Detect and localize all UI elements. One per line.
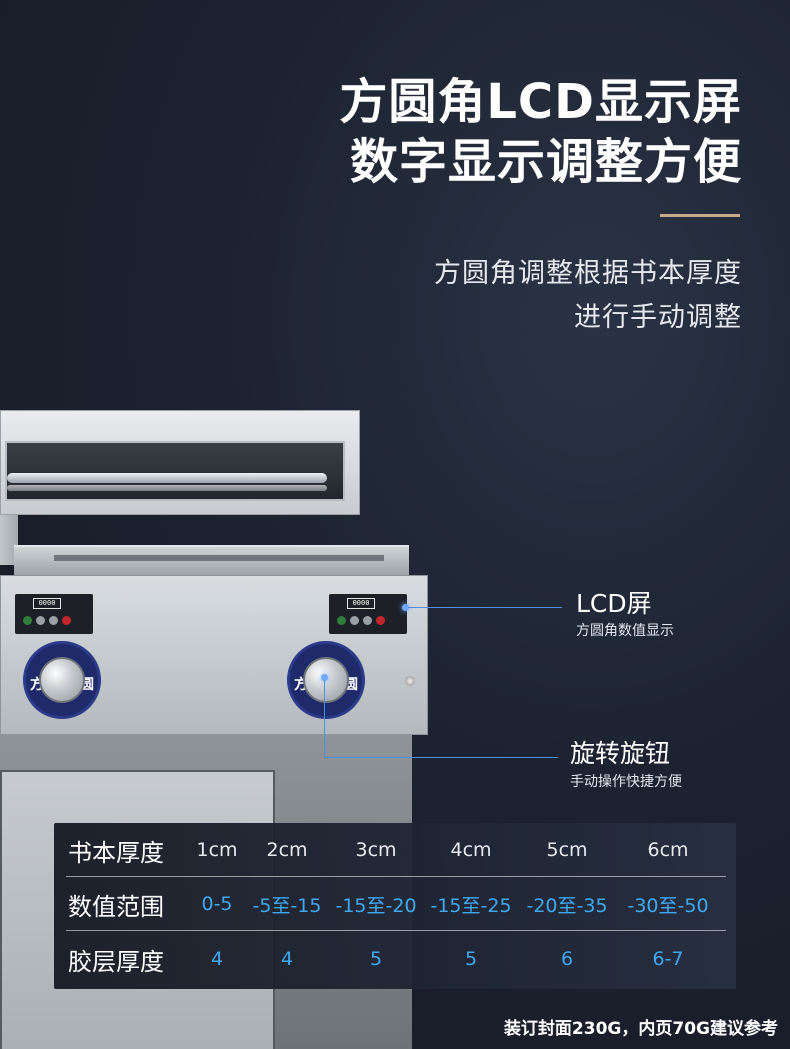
- lcd-readout: 0000: [347, 598, 375, 609]
- table-row: 书本厚度 1cm 2cm 3cm 4cm 5cm 6cm: [54, 823, 736, 877]
- table-cell: 4: [280, 948, 294, 970]
- lcd-display-right: 0000: [329, 594, 407, 634]
- headline-line-1: 方圆角LCD显示屏: [339, 74, 742, 130]
- table-cell: 6: [560, 948, 574, 970]
- machine-rod: [7, 485, 327, 491]
- footnote: 装订封面230G，内页70G建议参考: [503, 1019, 778, 1039]
- set-button[interactable]: [23, 616, 32, 625]
- callout-lcd-subtitle: 方圆角数值显示: [576, 623, 674, 639]
- rotary-knob-left[interactable]: 方 圆: [23, 641, 101, 719]
- row-label: 胶层厚度: [68, 947, 164, 976]
- table-cell: -15至-20: [335, 894, 417, 917]
- divider-accent: [660, 214, 740, 217]
- table-cell: 5cm: [546, 839, 588, 861]
- machine-front-panel: 0000 0000 方 圆 方 圆: [0, 575, 428, 735]
- up-button[interactable]: [350, 616, 359, 625]
- ok-button[interactable]: [62, 616, 71, 625]
- down-button[interactable]: [363, 616, 372, 625]
- callout-line-knob: [324, 757, 558, 758]
- table-cell: 2cm: [266, 839, 308, 861]
- machine-window: [5, 441, 345, 501]
- callout-knob-subtitle: 手动操作快捷方便: [570, 774, 682, 790]
- subtitle-line-2: 进行手动调整: [574, 302, 742, 333]
- ok-button[interactable]: [376, 616, 385, 625]
- table-cell: 4: [210, 948, 224, 970]
- callout-line-knob-vertical: [324, 680, 325, 758]
- spec-table: 书本厚度 1cm 2cm 3cm 4cm 5cm 6cm 数值范围 0-5 -5…: [54, 823, 736, 989]
- up-button[interactable]: [36, 616, 45, 625]
- callout-knob-title: 旋转旋钮: [570, 739, 671, 768]
- row-label: 书本厚度: [68, 838, 164, 867]
- lcd-readout: 0000: [33, 598, 61, 609]
- callout-line-lcd: [408, 607, 562, 608]
- table-row: 数值范围 0-5 -5至-15 -15至-20 -15至-25 -20至-35 …: [54, 877, 736, 931]
- subtitle: 方圆角调整根据书本厚度 进行手动调整: [434, 252, 742, 340]
- machine-table-top: [14, 545, 409, 575]
- down-button[interactable]: [49, 616, 58, 625]
- table-row: 胶层厚度 4 4 5 5 6 6-7: [54, 932, 736, 986]
- callout-dot-lcd: [402, 604, 409, 611]
- machine-support: [0, 515, 18, 565]
- machine-illustration: 0000 0000 方 圆 方 圆: [0, 405, 440, 1049]
- set-button[interactable]: [337, 616, 346, 625]
- machine-rod: [7, 473, 327, 483]
- lcd-display-left: 0000: [15, 594, 93, 634]
- row-label: 数值范围: [68, 892, 164, 921]
- table-cell: 6-7: [652, 948, 684, 970]
- callout-dot-knob: [321, 674, 328, 681]
- table-cell: 1cm: [196, 839, 238, 861]
- knob-cap[interactable]: [39, 657, 85, 703]
- screw-icon: [405, 676, 415, 686]
- machine-clamp: [54, 555, 384, 561]
- callout-lcd-title: LCD屏: [576, 589, 652, 618]
- table-cell: 5: [464, 948, 478, 970]
- machine-top-bar: [0, 410, 360, 515]
- table-cell: 4cm: [450, 839, 492, 861]
- subtitle-line-1: 方圆角调整根据书本厚度: [434, 258, 742, 289]
- table-cell: 3cm: [355, 839, 397, 861]
- table-cell: -30至-50: [627, 894, 709, 917]
- table-cell: 0-5: [201, 893, 233, 915]
- table-cell: 5: [369, 948, 383, 970]
- table-cell: -15至-25: [430, 894, 512, 917]
- headline: 方圆角LCD显示屏 数字显示调整方便: [339, 72, 742, 192]
- table-cell: -5至-15: [252, 894, 322, 917]
- table-cell: -20至-35: [526, 894, 608, 917]
- headline-line-2: 数字显示调整方便: [349, 134, 742, 190]
- table-cell: 6cm: [647, 839, 689, 861]
